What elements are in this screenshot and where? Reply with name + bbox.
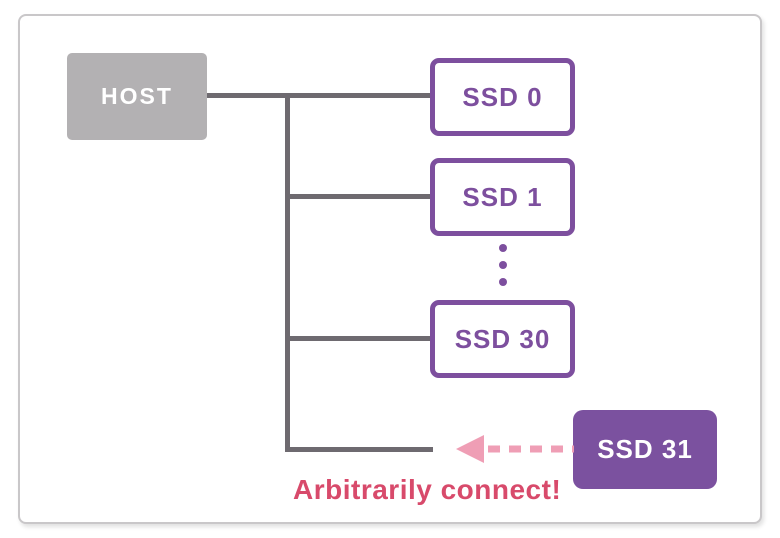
annotation-text: Arbitrarily connect! xyxy=(293,474,562,505)
ssd-0-label: SSD 0 xyxy=(462,81,543,112)
ellipsis-dot xyxy=(499,278,507,286)
ssd-30-label: SSD 30 xyxy=(454,323,551,354)
branch-line-ssd30 xyxy=(290,336,430,341)
ssd-31-box: SSD 31 xyxy=(573,410,717,489)
ellipsis-dots xyxy=(499,244,507,286)
ssd-0-box: SSD 0 xyxy=(430,58,575,136)
ssd-31-label: SSD 31 xyxy=(597,434,693,464)
host-box: HOST xyxy=(67,53,207,140)
ellipsis-dot xyxy=(499,261,507,269)
ssd-30-box: SSD 30 xyxy=(430,300,575,378)
branch-line-ssd1 xyxy=(290,194,430,199)
arbitrary-connect-arrow-icon xyxy=(456,435,574,463)
bus-trunk-line xyxy=(285,93,290,452)
host-to-ssd0-line xyxy=(207,93,430,98)
host-label: HOST xyxy=(101,83,173,109)
branch-line-open-port xyxy=(290,447,433,452)
ssd-1-label: SSD 1 xyxy=(462,181,543,212)
ssd-1-box: SSD 1 xyxy=(430,158,575,236)
ellipsis-dot xyxy=(499,244,507,252)
